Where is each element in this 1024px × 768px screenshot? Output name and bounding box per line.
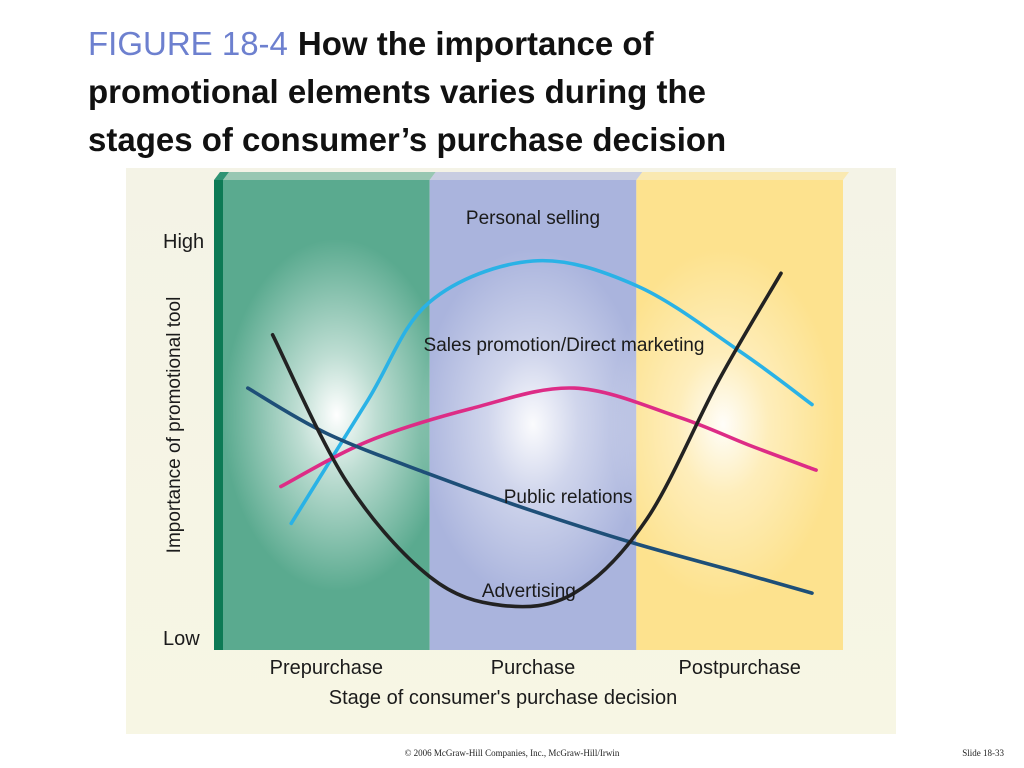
footer: © 2006 McGraw-Hill Companies, Inc., McGr… <box>0 748 1024 762</box>
band-left-edge-top <box>214 172 229 180</box>
stage-glow-postpurchase <box>609 248 837 601</box>
series-sales-promotion-direct-marketing <box>279 386 818 489</box>
stage-band-top-purchase <box>429 172 643 180</box>
x-axis-label: Stage of consumer's purchase decision <box>329 687 677 709</box>
x-tick-prepurchase: Prepurchase <box>270 657 383 679</box>
curves-layer <box>246 258 818 609</box>
title-line-3: stages of consumer’s purchase decision <box>88 121 727 158</box>
x-tick-purchase: Purchase <box>491 657 576 679</box>
series-advertising <box>270 271 783 609</box>
curve-label-1: Sales promotion/Direct marketing <box>424 335 705 356</box>
curve-label-0: Personal selling <box>466 208 600 229</box>
band-left-edge <box>214 180 223 650</box>
stage-glow-purchase <box>419 248 647 601</box>
curve-label-3: Advertising <box>482 581 576 602</box>
copyright-text: © 2006 McGraw-Hill Companies, Inc., McGr… <box>404 748 620 758</box>
stage-glow-prepurchase <box>223 238 451 592</box>
title-line-2: promotional elements varies during the <box>88 73 706 110</box>
y-tick-low: Low <box>163 628 200 650</box>
series-public-relations <box>246 386 814 595</box>
stage-band-top-postpurchase <box>636 172 849 180</box>
x-tick-postpurchase: Postpurchase <box>679 657 801 679</box>
title-line-1: How the importance of <box>297 25 654 62</box>
stage-band-top-prepurchase <box>223 172 436 180</box>
y-tick-high: High <box>163 231 204 253</box>
figure-label: FIGURE 18-4 <box>88 25 288 62</box>
slide-number: Slide 18-33 <box>962 748 1004 758</box>
y-axis-label: Importance of promotional tool <box>164 297 185 554</box>
curve-label-2: Public relations <box>504 487 633 508</box>
